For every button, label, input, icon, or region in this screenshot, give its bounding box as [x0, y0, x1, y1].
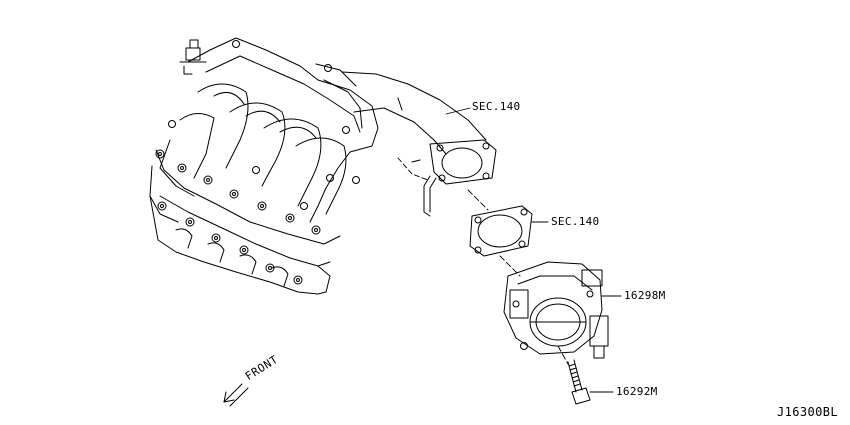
screw-bolt	[567, 359, 591, 405]
callout-screw: 16292M	[616, 385, 658, 398]
front-arrow-icon	[223, 383, 249, 407]
intake-manifold	[149, 37, 379, 295]
drawing-code: J16300BL	[777, 405, 838, 419]
air-inlet-tube	[341, 71, 497, 217]
callout-sec-140-gasket: SEC.140	[551, 215, 600, 228]
manifold-bolts	[155, 40, 360, 285]
callout-throttle-body: 16298M	[624, 289, 666, 302]
throttle-body	[503, 261, 609, 359]
leader-lines	[397, 107, 622, 393]
callout-sec-140-tube: SEC.140	[472, 100, 521, 113]
throttle-gasket	[469, 205, 533, 257]
manifold-valve	[179, 39, 207, 75]
